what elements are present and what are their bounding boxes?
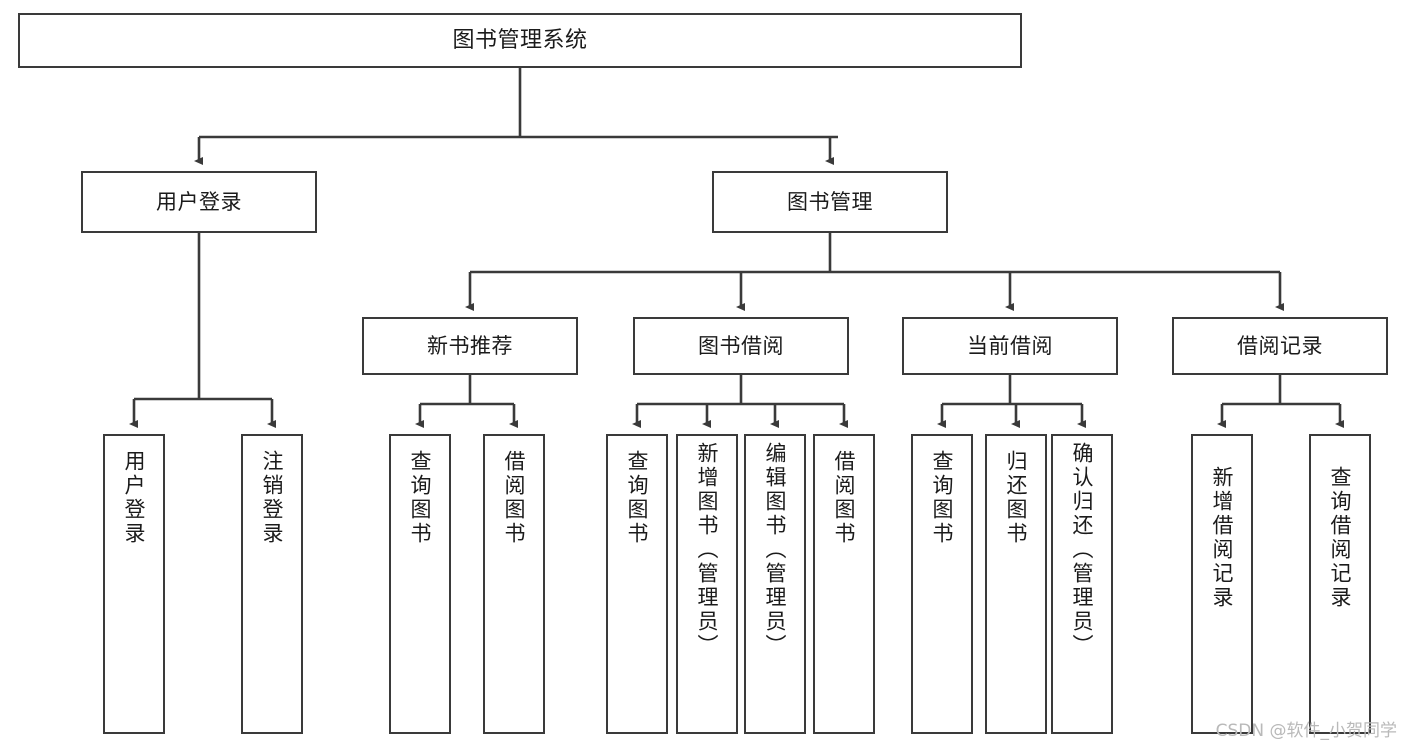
node-current-borrow-label: 当前借阅 (967, 333, 1053, 358)
node-borrow-record-label: 借阅记录 (1237, 333, 1323, 358)
node-leaf-borrow-book-1[interactable]: 借阅图书 (483, 434, 545, 734)
node-root[interactable]: 图书管理系统 (18, 13, 1022, 68)
node-book-borrow-label: 图书借阅 (698, 333, 784, 358)
node-leaf-query-book-2[interactable]: 查询图书 (606, 434, 668, 734)
node-current-borrow[interactable]: 当前借阅 (902, 317, 1118, 375)
node-leaf-user-login-label: 用户登录 (122, 450, 147, 546)
node-leaf-borrow-book-2-label: 借阅图书 (832, 450, 857, 546)
node-leaf-confirm-return[interactable]: 确认归还（管理员） (1051, 434, 1113, 734)
node-book-manage-label: 图书管理 (787, 189, 873, 214)
node-leaf-query-book-1-label: 查询图书 (408, 450, 433, 546)
node-borrow-record[interactable]: 借阅记录 (1172, 317, 1388, 375)
node-leaf-confirm-return-label: 确认归还（管理员） (1070, 442, 1095, 658)
node-leaf-query-book-1[interactable]: 查询图书 (389, 434, 451, 734)
node-leaf-add-book-label: 新增图书（管理员） (695, 442, 720, 658)
node-leaf-user-logout[interactable]: 注销登录 (241, 434, 303, 734)
csdn-watermark: CSDN @软件_小贺同学 (1215, 721, 1397, 741)
node-leaf-query-record[interactable]: 查询借阅记录 (1309, 434, 1371, 734)
node-book-manage[interactable]: 图书管理 (712, 171, 948, 233)
node-leaf-query-book-3-label: 查询图书 (930, 450, 955, 546)
node-leaf-edit-book[interactable]: 编辑图书（管理员） (744, 434, 806, 734)
node-book-borrow[interactable]: 图书借阅 (633, 317, 849, 375)
node-leaf-add-book[interactable]: 新增图书（管理员） (676, 434, 738, 734)
node-leaf-query-record-label: 查询借阅记录 (1328, 466, 1353, 610)
node-new-book-recommend[interactable]: 新书推荐 (362, 317, 578, 375)
node-leaf-user-logout-label: 注销登录 (260, 450, 285, 546)
node-leaf-borrow-book-2[interactable]: 借阅图书 (813, 434, 875, 734)
node-user-login[interactable]: 用户登录 (81, 171, 317, 233)
node-leaf-edit-book-label: 编辑图书（管理员） (763, 442, 788, 658)
node-leaf-return-book[interactable]: 归还图书 (985, 434, 1047, 734)
node-leaf-query-book-3[interactable]: 查询图书 (911, 434, 973, 734)
node-leaf-add-record-label: 新增借阅记录 (1210, 466, 1235, 610)
node-leaf-return-book-label: 归还图书 (1004, 450, 1029, 546)
node-leaf-user-login[interactable]: 用户登录 (103, 434, 165, 734)
node-new-book-recommend-label: 新书推荐 (427, 333, 513, 358)
node-user-login-label: 用户登录 (156, 189, 242, 214)
node-leaf-add-record[interactable]: 新增借阅记录 (1191, 434, 1253, 734)
node-leaf-borrow-book-1-label: 借阅图书 (502, 450, 527, 546)
node-root-label: 图书管理系统 (452, 27, 588, 53)
node-leaf-query-book-2-label: 查询图书 (625, 450, 650, 546)
